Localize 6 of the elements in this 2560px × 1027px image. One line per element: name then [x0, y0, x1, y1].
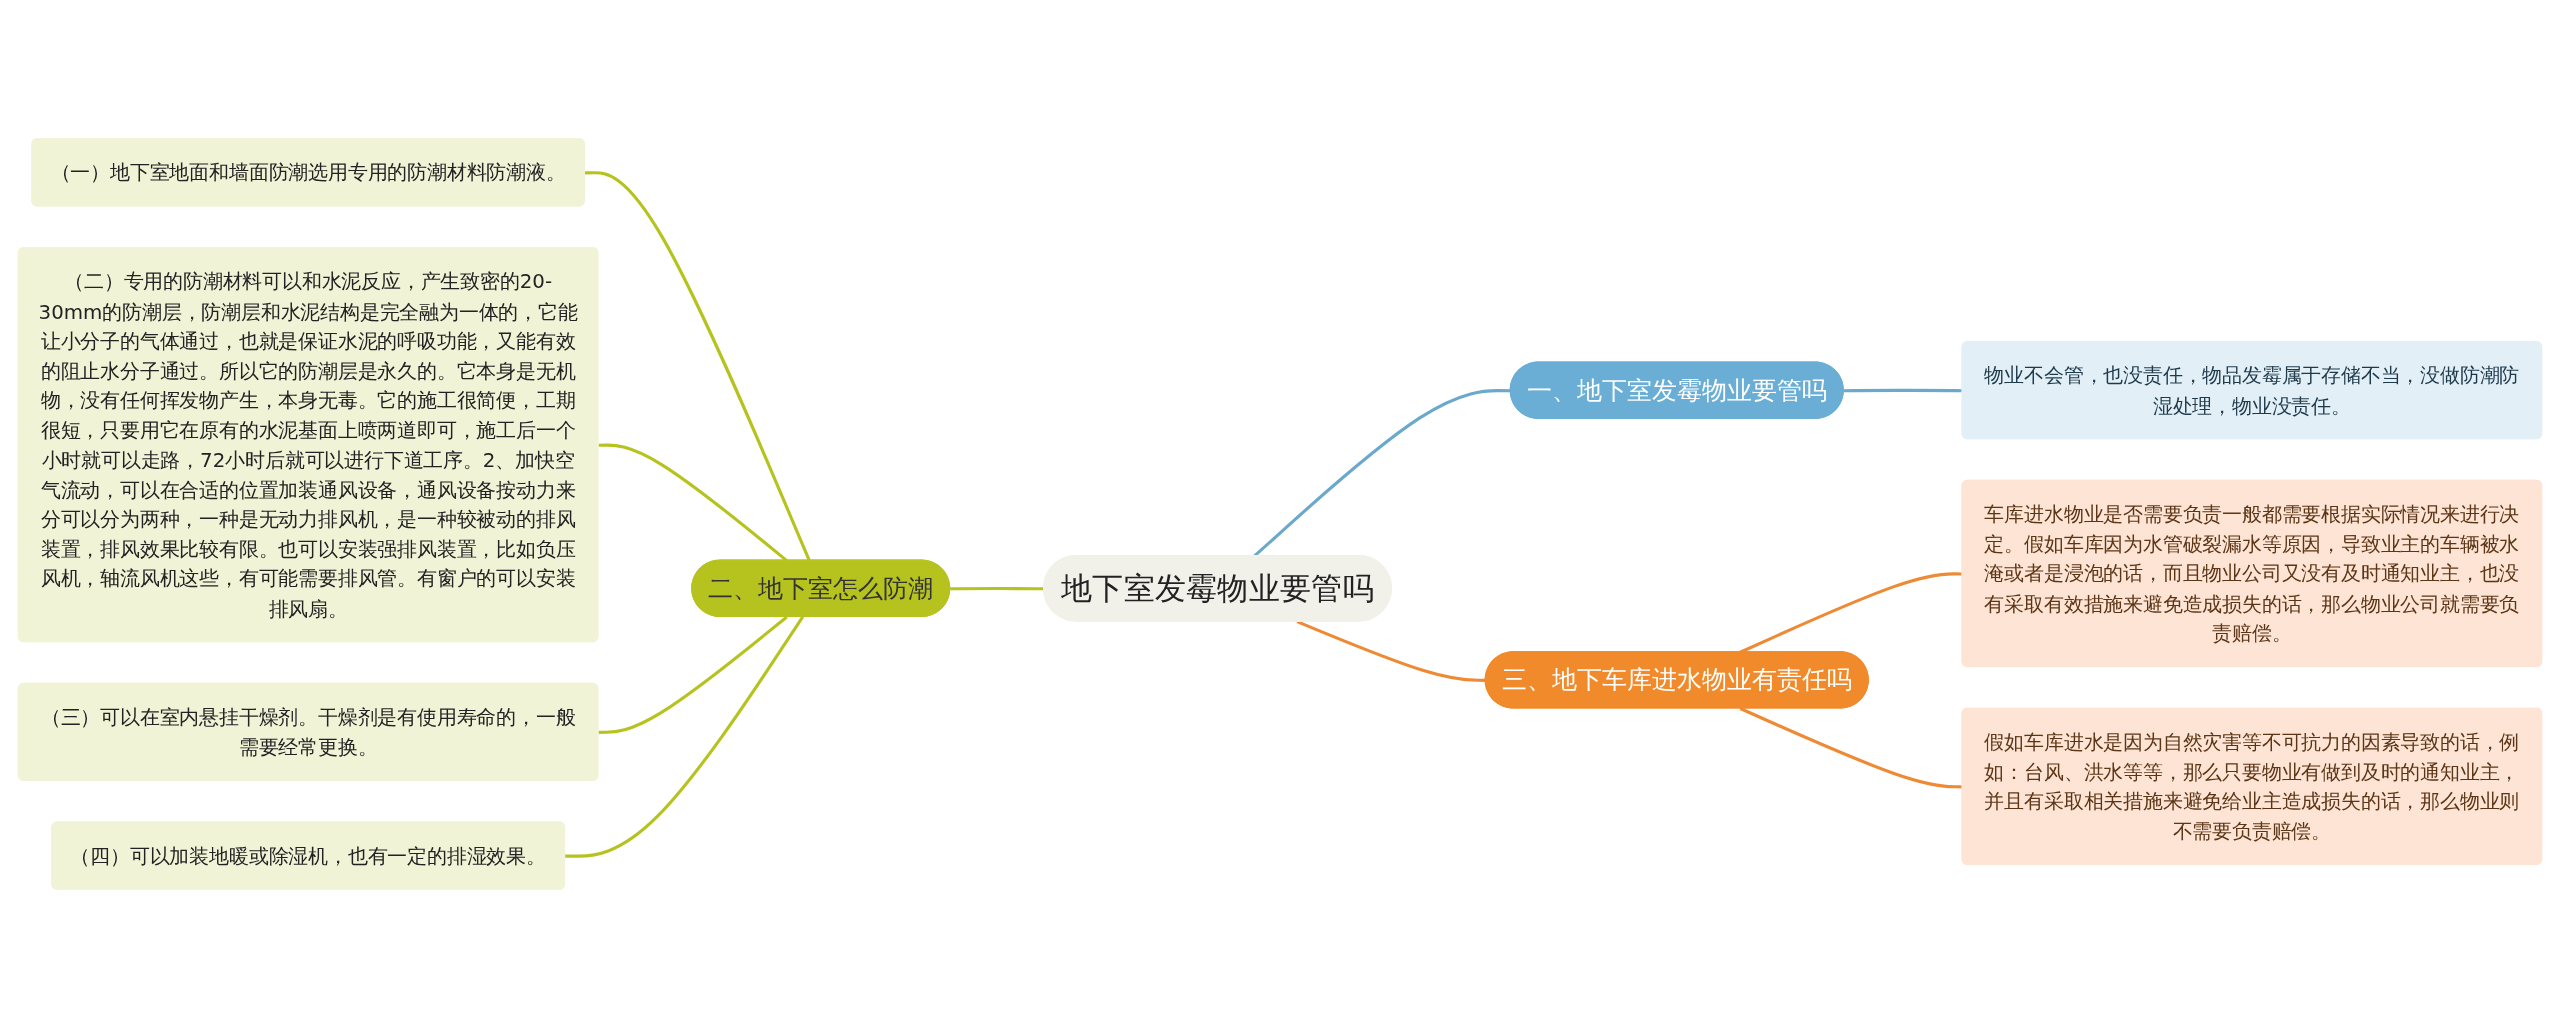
connector [1843, 388, 1963, 392]
connector [1296, 619, 1486, 682]
connector [1739, 706, 1963, 788]
connector [598, 615, 788, 734]
connector [584, 170, 811, 561]
connector [565, 615, 805, 858]
